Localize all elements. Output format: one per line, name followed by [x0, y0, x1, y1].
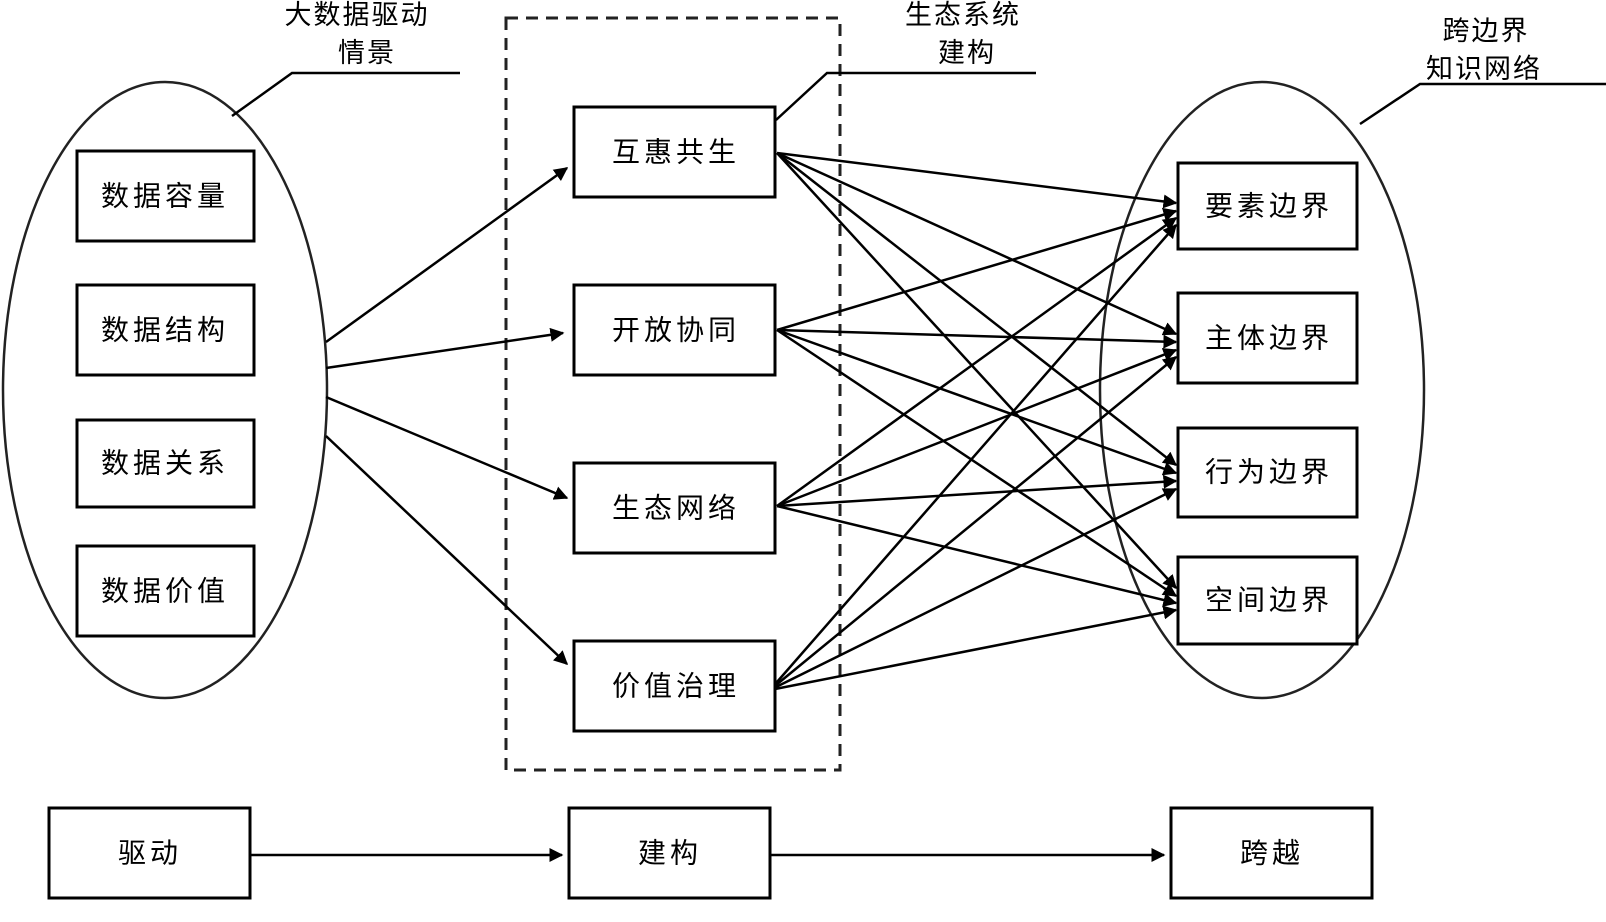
left-node-box: [75, 544, 256, 638]
middle-node-0: 互惠共生: [572, 105, 777, 199]
right-node-3: 空间边界: [1176, 555, 1359, 646]
right-node-2: 行为边界: [1176, 426, 1359, 519]
flow-step-label: 建构: [638, 837, 702, 870]
left-group-label-line1: 大数据驱动: [285, 0, 430, 31]
middle-group-leader-line: [775, 71, 1036, 121]
middle-node-3: 价值治理: [572, 639, 777, 733]
middle-node-label: 互惠共生: [612, 136, 740, 169]
middle-node-box: [572, 283, 777, 377]
middle-node-box: [572, 105, 777, 199]
edge-middle-2-to-right-3: [776, 504, 1178, 607]
edge-middle-3-to-right-3: [769, 605, 1178, 692]
edge-middle-3-to-right-1: [769, 356, 1178, 691]
flow-step-drive: 驱动: [47, 806, 252, 900]
edge-middle-0-to-right-0: [776, 151, 1178, 209]
cross-boundary-network-ellipse: [1098, 80, 1426, 700]
flow-step-construct: 建构: [567, 806, 772, 900]
flow-step-box: [47, 806, 252, 900]
middle-node-box: [572, 639, 777, 733]
edge-middle-1-to-right-1: [776, 328, 1178, 349]
left-node-box: [75, 418, 256, 509]
edge-middle-3-to-right-2: [769, 487, 1178, 692]
middle-node-box: [572, 461, 777, 555]
flow-step-label: 驱动: [118, 837, 182, 870]
edge-context-to-middle-0: [325, 166, 569, 344]
left-node-3: 数据价值: [75, 544, 256, 638]
left-node-2: 数据关系: [75, 418, 256, 509]
right-node-box: [1176, 291, 1359, 385]
right-group-label-line1: 跨边界: [1443, 16, 1530, 47]
right-node-label: 主体边界: [1205, 322, 1333, 355]
left-node-box: [75, 283, 256, 377]
right-node-0: 要素边界: [1176, 161, 1359, 251]
left-node-label: 数据结构: [101, 314, 229, 347]
edge-middle-0-to-right-1: [776, 151, 1178, 336]
middle-node-2: 生态网络: [572, 461, 777, 555]
right-group-label: 跨边界 知识网络: [1359, 16, 1606, 126]
left-node-label: 数据容量: [101, 180, 229, 213]
left-group-label-line2: 情景: [338, 38, 396, 69]
edge-middle-2-to-right-0: [776, 216, 1178, 508]
flow-step-box: [567, 806, 772, 900]
edge-middle-0-to-right-2: [776, 152, 1178, 466]
left-node-0: 数据容量: [75, 149, 256, 243]
middle-group-label-line2: 建构: [938, 38, 996, 69]
right-node-1: 主体边界: [1176, 291, 1359, 385]
edge-middle-1-to-right-2: [776, 328, 1178, 476]
edge-middle-2-to-right-1: [776, 348, 1178, 508]
right-node-label: 空间边界: [1205, 584, 1333, 617]
middle-node-label: 开放协同: [612, 314, 740, 347]
right-group-leader-line: [1359, 82, 1606, 126]
middle-node-label: 价值治理: [612, 670, 740, 703]
flow-step-cross: 跨越: [1169, 806, 1374, 900]
left-node-1: 数据结构: [75, 283, 256, 377]
flow-step-box: [1169, 806, 1374, 900]
right-group-label-line2: 知识网络: [1426, 54, 1542, 85]
flow-step-label: 跨越: [1240, 837, 1304, 870]
middle-node-label: 生态网络: [612, 492, 740, 525]
left-node-label: 数据关系: [101, 447, 229, 480]
middle-group-label-line1: 生态系统: [905, 0, 1021, 31]
edges-layer: [325, 151, 1178, 692]
edge-context-to-middle-1: [325, 327, 565, 370]
middle-group-label: 生态系统 建构: [775, 0, 1036, 121]
big-data-context-ellipse: [1, 80, 329, 700]
edge-middle-2-to-right-2: [776, 474, 1178, 508]
edge-middle-3-to-right-0: [769, 223, 1177, 691]
left-group-leader-line: [231, 71, 460, 118]
edge-context-to-middle-2: [325, 395, 569, 500]
right-node-box: [1176, 555, 1359, 646]
edge-context-to-middle-3: [325, 435, 569, 665]
left-group-label: 大数据驱动 情景: [231, 0, 460, 118]
edge-middle-1-to-right-3: [776, 328, 1178, 598]
left-node-box: [75, 149, 256, 243]
middle-node-1: 开放协同: [572, 283, 777, 377]
right-node-label: 行为边界: [1205, 456, 1333, 489]
ecosystem-construction-dashed-frame: [504, 16, 842, 772]
edge-middle-1-to-right-0: [776, 207, 1178, 332]
edge-middle-0-to-right-3: [776, 152, 1177, 590]
right-node-label: 要素边界: [1205, 190, 1333, 223]
right-node-box: [1176, 426, 1359, 519]
left-node-label: 数据价值: [101, 575, 229, 608]
right-node-box: [1176, 161, 1359, 251]
